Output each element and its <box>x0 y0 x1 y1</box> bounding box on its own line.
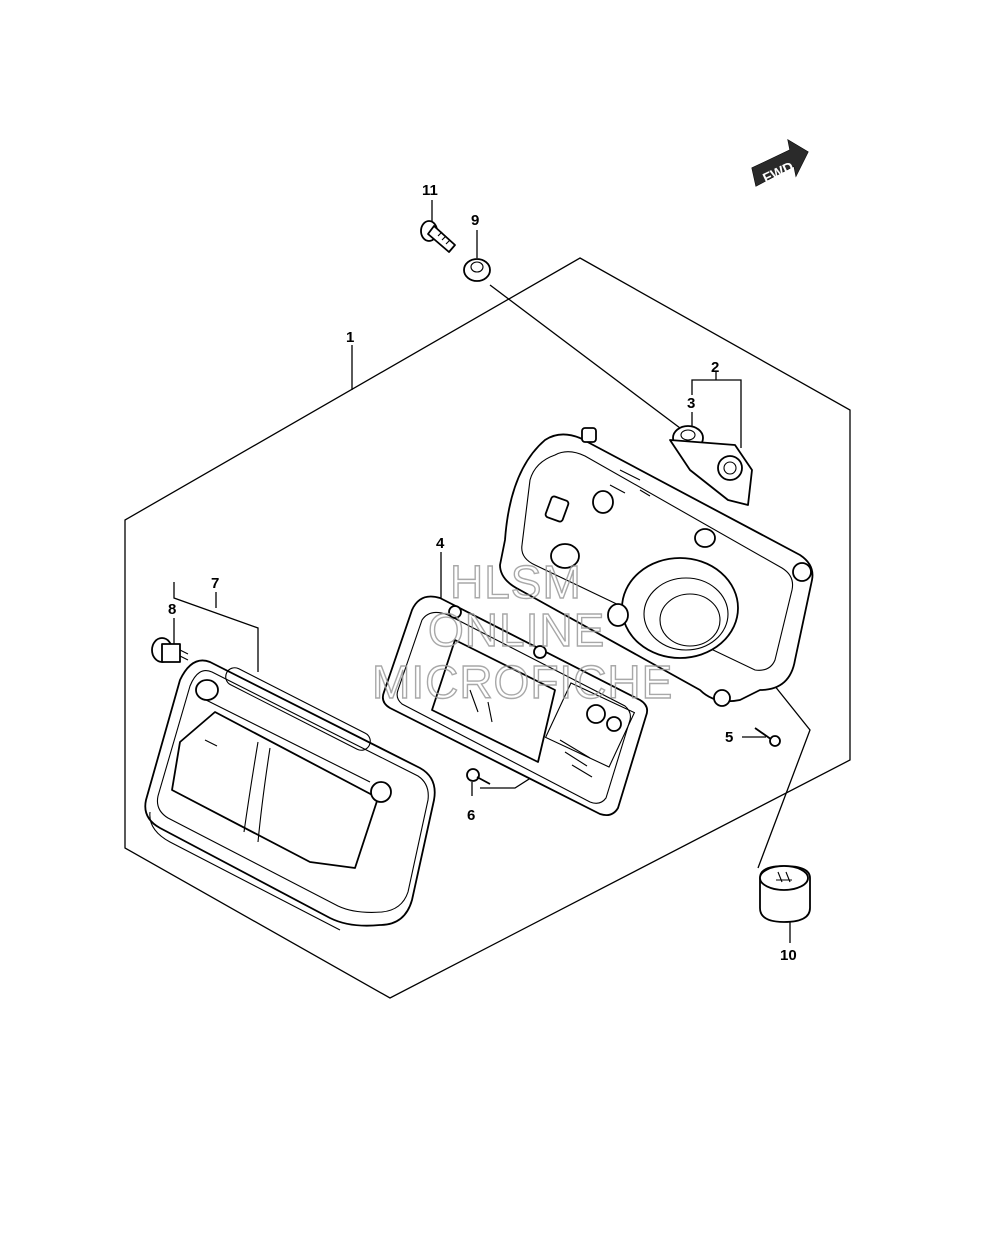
part-11-screw <box>420 220 456 253</box>
callout-6: 6 <box>467 807 475 824</box>
watermark: HLSM ONLINE MICROFICHE <box>371 555 673 708</box>
watermark-line-1: HLSM <box>450 556 582 608</box>
watermark-line-2: ONLINE <box>428 604 605 656</box>
callout-7: 7 <box>211 575 219 592</box>
callout-4: 4 <box>436 535 445 552</box>
callout-8: 8 <box>168 601 176 618</box>
callout-11: 11 <box>422 182 438 199</box>
callout-10: 10 <box>780 947 797 964</box>
part-2-rear-case <box>499 427 814 707</box>
part-6-screw <box>466 768 491 785</box>
part-8-screw <box>151 637 189 663</box>
callout-3: 3 <box>687 395 695 412</box>
fwd-arrow-icon: FWD <box>751 138 809 187</box>
part-5-screw <box>754 727 781 747</box>
callout-1: 1 <box>346 329 354 346</box>
assembly-outline <box>124 257 851 999</box>
watermark-line-3: MICROFICHE <box>372 656 673 708</box>
callout-9: 9 <box>471 212 479 229</box>
callout-5: 5 <box>725 729 733 746</box>
part-10-socket <box>759 865 811 923</box>
part-7-front-cover <box>144 659 436 931</box>
part-4-meter-board <box>381 595 649 817</box>
part-9-grommet <box>463 258 491 282</box>
callout-2: 2 <box>711 359 719 376</box>
